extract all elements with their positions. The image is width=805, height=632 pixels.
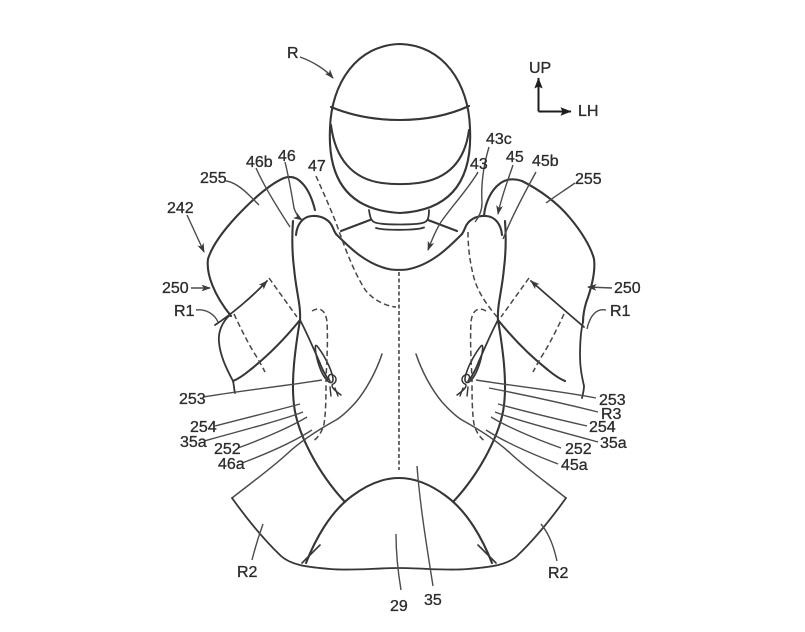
svg-text:254: 254 — [190, 419, 217, 436]
svg-text:R2: R2 — [548, 565, 569, 582]
svg-text:252: 252 — [214, 441, 241, 458]
svg-text:250: 250 — [162, 280, 189, 297]
svg-text:R1: R1 — [174, 303, 195, 320]
svg-text:LH: LH — [578, 103, 598, 120]
svg-text:255: 255 — [575, 171, 602, 188]
svg-text:46a: 46a — [218, 456, 245, 473]
svg-text:35a: 35a — [180, 434, 207, 451]
svg-text:46b: 46b — [246, 154, 273, 171]
svg-text:255: 255 — [200, 170, 227, 187]
svg-text:35: 35 — [424, 592, 442, 609]
svg-text:R3: R3 — [601, 406, 622, 423]
svg-text:47: 47 — [308, 158, 326, 175]
svg-text:R2: R2 — [237, 564, 258, 581]
svg-text:252: 252 — [565, 441, 592, 458]
svg-text:43: 43 — [470, 156, 488, 173]
svg-text:253: 253 — [599, 392, 626, 409]
svg-text:29: 29 — [390, 598, 408, 615]
svg-text:242: 242 — [167, 200, 194, 217]
svg-text:254: 254 — [589, 419, 616, 436]
svg-text:R1: R1 — [610, 303, 631, 320]
svg-text:45b: 45b — [532, 153, 559, 170]
svg-text:43c: 43c — [486, 131, 512, 148]
svg-text:253: 253 — [179, 391, 206, 408]
svg-text:46: 46 — [278, 148, 296, 165]
svg-text:250: 250 — [614, 280, 641, 297]
svg-text:35a: 35a — [600, 435, 627, 452]
svg-text:45: 45 — [506, 149, 524, 166]
svg-text:45a: 45a — [561, 457, 588, 474]
svg-text:R: R — [287, 45, 299, 62]
svg-text:UP: UP — [529, 60, 551, 77]
